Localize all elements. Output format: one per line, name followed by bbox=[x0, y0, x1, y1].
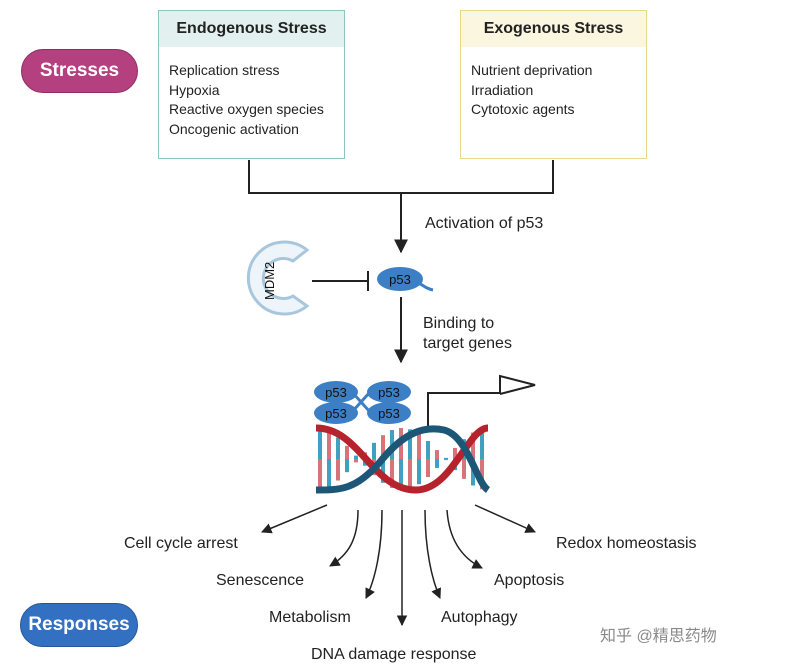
response-senescence: Senescence bbox=[216, 572, 305, 589]
base-pair-half bbox=[345, 459, 349, 473]
base-pair-half bbox=[372, 442, 376, 459]
endogenous-stress-list: Replication stress Hypoxia Reactive oxyg… bbox=[159, 47, 344, 139]
binding-label-line-2: target genes bbox=[423, 335, 512, 352]
base-pair-half bbox=[444, 457, 448, 459]
base-pair-half bbox=[381, 435, 385, 459]
binding-label: Binding to target genes bbox=[423, 314, 512, 354]
p53-label: p53 bbox=[378, 406, 400, 421]
p53-label: p53 bbox=[325, 406, 347, 421]
response-cell-cycle-arrest: Cell cycle arrest bbox=[124, 535, 238, 552]
base-pair-half bbox=[408, 459, 412, 489]
p53-tetramer: p53 p53 p53 p53 bbox=[314, 381, 411, 424]
list-item: Irradiation bbox=[471, 81, 534, 98]
arrow-redox-homeostasis bbox=[474, 504, 536, 533]
list-item: Hypoxia bbox=[169, 81, 220, 98]
base-pair-half bbox=[471, 432, 475, 459]
base-pair-half bbox=[480, 428, 484, 459]
transcription-arrow bbox=[427, 374, 536, 426]
base-pair-half bbox=[426, 440, 430, 459]
response-redox-homeostasis: Redox homeostasis bbox=[556, 535, 697, 552]
base-pair-half bbox=[327, 431, 331, 459]
base-pair-half bbox=[336, 459, 340, 481]
base-pair-half bbox=[426, 459, 430, 478]
base-pair-half bbox=[444, 459, 448, 461]
list-item: Nutrient deprivation bbox=[471, 62, 593, 78]
base-pair-half bbox=[336, 437, 340, 459]
stresses-pill: Stresses bbox=[21, 49, 138, 93]
base-pair-half bbox=[345, 445, 349, 459]
arrow-cell-cycle-arrest bbox=[261, 504, 328, 534]
exogenous-stress-box: Exogenous Stress Nutrient deprivation Ir… bbox=[460, 10, 647, 159]
base-pair-half bbox=[435, 450, 439, 459]
dna-helix bbox=[315, 424, 491, 494]
base-pair-half bbox=[327, 459, 331, 487]
arrow-apoptosis bbox=[446, 509, 483, 569]
response-metabolism: Metabolism bbox=[269, 609, 351, 626]
mdm2-inhibition-line bbox=[312, 271, 369, 291]
base-pair-half bbox=[417, 459, 421, 485]
arrow-senescence bbox=[329, 509, 359, 567]
p53-label: p53 bbox=[378, 385, 400, 400]
endogenous-stress-box: Endogenous Stress Replication stress Hyp… bbox=[158, 10, 345, 159]
arrow-autophagy bbox=[424, 509, 441, 599]
base-pair-half bbox=[354, 459, 358, 463]
list-item: Reactive oxygen species bbox=[169, 101, 324, 117]
binding-label-line-1: Binding to bbox=[423, 315, 495, 332]
arrow-metabolism bbox=[365, 509, 383, 599]
p53-protein: p53 bbox=[377, 267, 434, 292]
exogenous-stress-list: Nutrient deprivation Irradiation Cytotox… bbox=[461, 47, 646, 120]
exogenous-stress-title: Exogenous Stress bbox=[461, 11, 646, 47]
mdm2-protein: MDM2 bbox=[246, 240, 310, 316]
base-pair-half bbox=[453, 447, 457, 459]
base-pair-half bbox=[318, 459, 322, 490]
base-pair-half bbox=[435, 459, 439, 468]
p53-label: p53 bbox=[325, 385, 347, 400]
response-autophagy: Autophagy bbox=[441, 609, 518, 626]
base-pair-half bbox=[399, 459, 403, 490]
response-apoptosis: Apoptosis bbox=[494, 572, 565, 589]
list-item: Replication stress bbox=[169, 62, 280, 78]
base-pair-half bbox=[480, 459, 484, 490]
base-pair-half bbox=[318, 428, 322, 459]
p53-label: p53 bbox=[389, 272, 411, 287]
response-arrows bbox=[261, 504, 536, 627]
endogenous-stress-title: Endogenous Stress bbox=[159, 11, 344, 47]
base-pair-half bbox=[462, 459, 466, 479]
watermark: 知乎 @精思药物 bbox=[600, 628, 717, 645]
base-pair-half bbox=[408, 429, 412, 459]
list-item: Cytotoxic agents bbox=[471, 101, 575, 117]
activation-label: Activation of p53 bbox=[425, 215, 544, 232]
base-pair-half bbox=[417, 433, 421, 459]
response-dna-damage-response: DNA damage response bbox=[311, 646, 477, 663]
responses-pill: Responses bbox=[20, 603, 138, 647]
base-pair-half bbox=[354, 455, 358, 459]
base-pair-half bbox=[381, 459, 385, 483]
stress-connector bbox=[248, 160, 554, 254]
mdm2-label: MDM2 bbox=[262, 262, 277, 300]
base-pair-half bbox=[390, 459, 394, 488]
list-item: Oncogenic activation bbox=[169, 120, 299, 137]
